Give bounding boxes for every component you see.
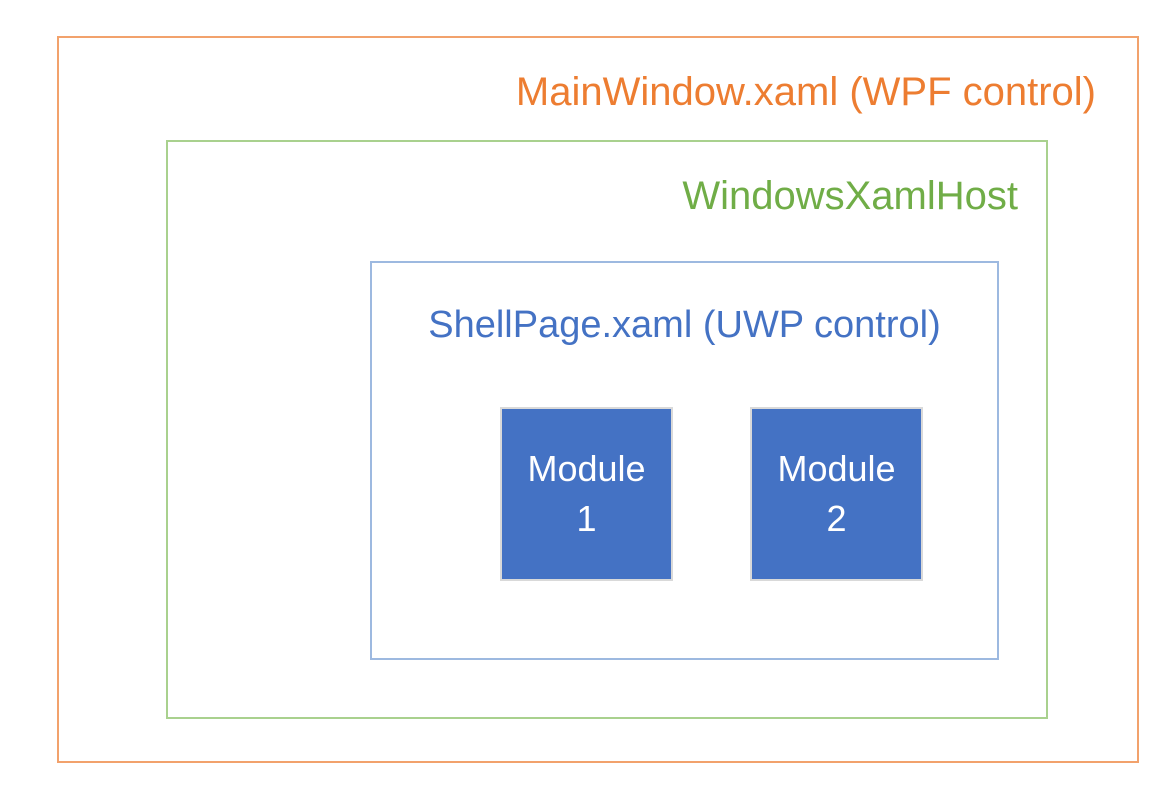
windowsxamlhost-box bbox=[166, 140, 1048, 719]
mainwindow-wpf-label: MainWindow.xaml (WPF control) bbox=[515, 70, 1096, 114]
shellpage-uwp-label: ShellPage.xaml (UWP control) bbox=[428, 304, 941, 346]
module-1-box: Module 1 bbox=[500, 407, 673, 581]
shellpage-uwp-box bbox=[370, 261, 999, 660]
mainwindow-wpf-box bbox=[57, 36, 1139, 763]
windowsxamlhost-label: WindowsXamlHost bbox=[682, 174, 1018, 218]
module-1-label: Module 1 bbox=[527, 447, 646, 539]
module-2-box: Module 2 bbox=[750, 407, 923, 581]
module-2-label: Module 2 bbox=[777, 447, 896, 539]
